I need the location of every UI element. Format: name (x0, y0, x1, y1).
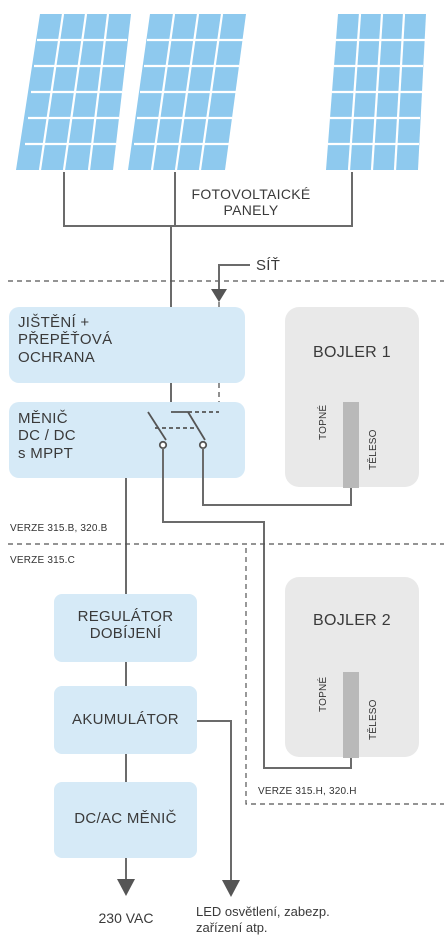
switch-contact-1 (158, 440, 168, 450)
regulator-box (54, 594, 197, 662)
boiler-1-box (285, 307, 419, 487)
dc-output-arrow (222, 880, 240, 897)
protection-box (9, 307, 245, 383)
version-c-label: VERZE 315.C (10, 555, 76, 566)
battery-box (54, 686, 197, 754)
led-output-label: LED osvětlení, zabezp. zařízení atp. (196, 904, 330, 935)
boiler-2-element-right: TĚLESO (368, 699, 379, 740)
converter-label: MĚNIČ DC / DC s MPPT (18, 410, 76, 462)
inverter-box (54, 782, 197, 858)
boiler-1-element-left: TOPNÉ (318, 404, 329, 440)
boiler-1-title: BOJLER 1 (313, 344, 391, 361)
led-output-wire (197, 720, 232, 882)
protection-label: JIŠTĚNÍ + PŘEPĚŤOVÁ OCHRANA (18, 314, 113, 366)
boiler-wiring (162, 448, 352, 769)
version-b-label: VERZE 315.B, 320.B (10, 523, 108, 534)
regulator-label: REGULÁTOR DOBÍJENÍ (77, 608, 174, 643)
battery-label: AKUMULÁTOR (72, 711, 179, 728)
changeover-switch (147, 411, 219, 441)
converter-box (9, 402, 245, 478)
inverter-label: DC/AC MĚNIČ (74, 810, 177, 827)
version-h-frame (245, 548, 444, 805)
grid-label: SÍŤ (256, 257, 281, 274)
boiler-2-element-left: TOPNÉ (318, 676, 329, 712)
boiler-2-box (285, 577, 419, 757)
ac-output-arrow (117, 879, 135, 896)
boiler-2-title: BOJLER 2 (313, 612, 391, 629)
solar-panel-1 (16, 13, 131, 171)
ac-output-label: 230 VAC (98, 910, 154, 926)
boiler-2-heating-element (343, 672, 359, 758)
boiler-1-element-right: TĚLESO (368, 429, 379, 470)
boiler-1-heating-element (343, 402, 359, 488)
solar-panel-2 (128, 13, 246, 171)
panels-label: FOTOVOLTAICKÉ PANELY (191, 186, 311, 219)
solar-panel-3 (326, 13, 426, 171)
version-h-label: VERZE 315.H, 320.H (258, 786, 357, 797)
switch-contact-2 (198, 440, 208, 450)
